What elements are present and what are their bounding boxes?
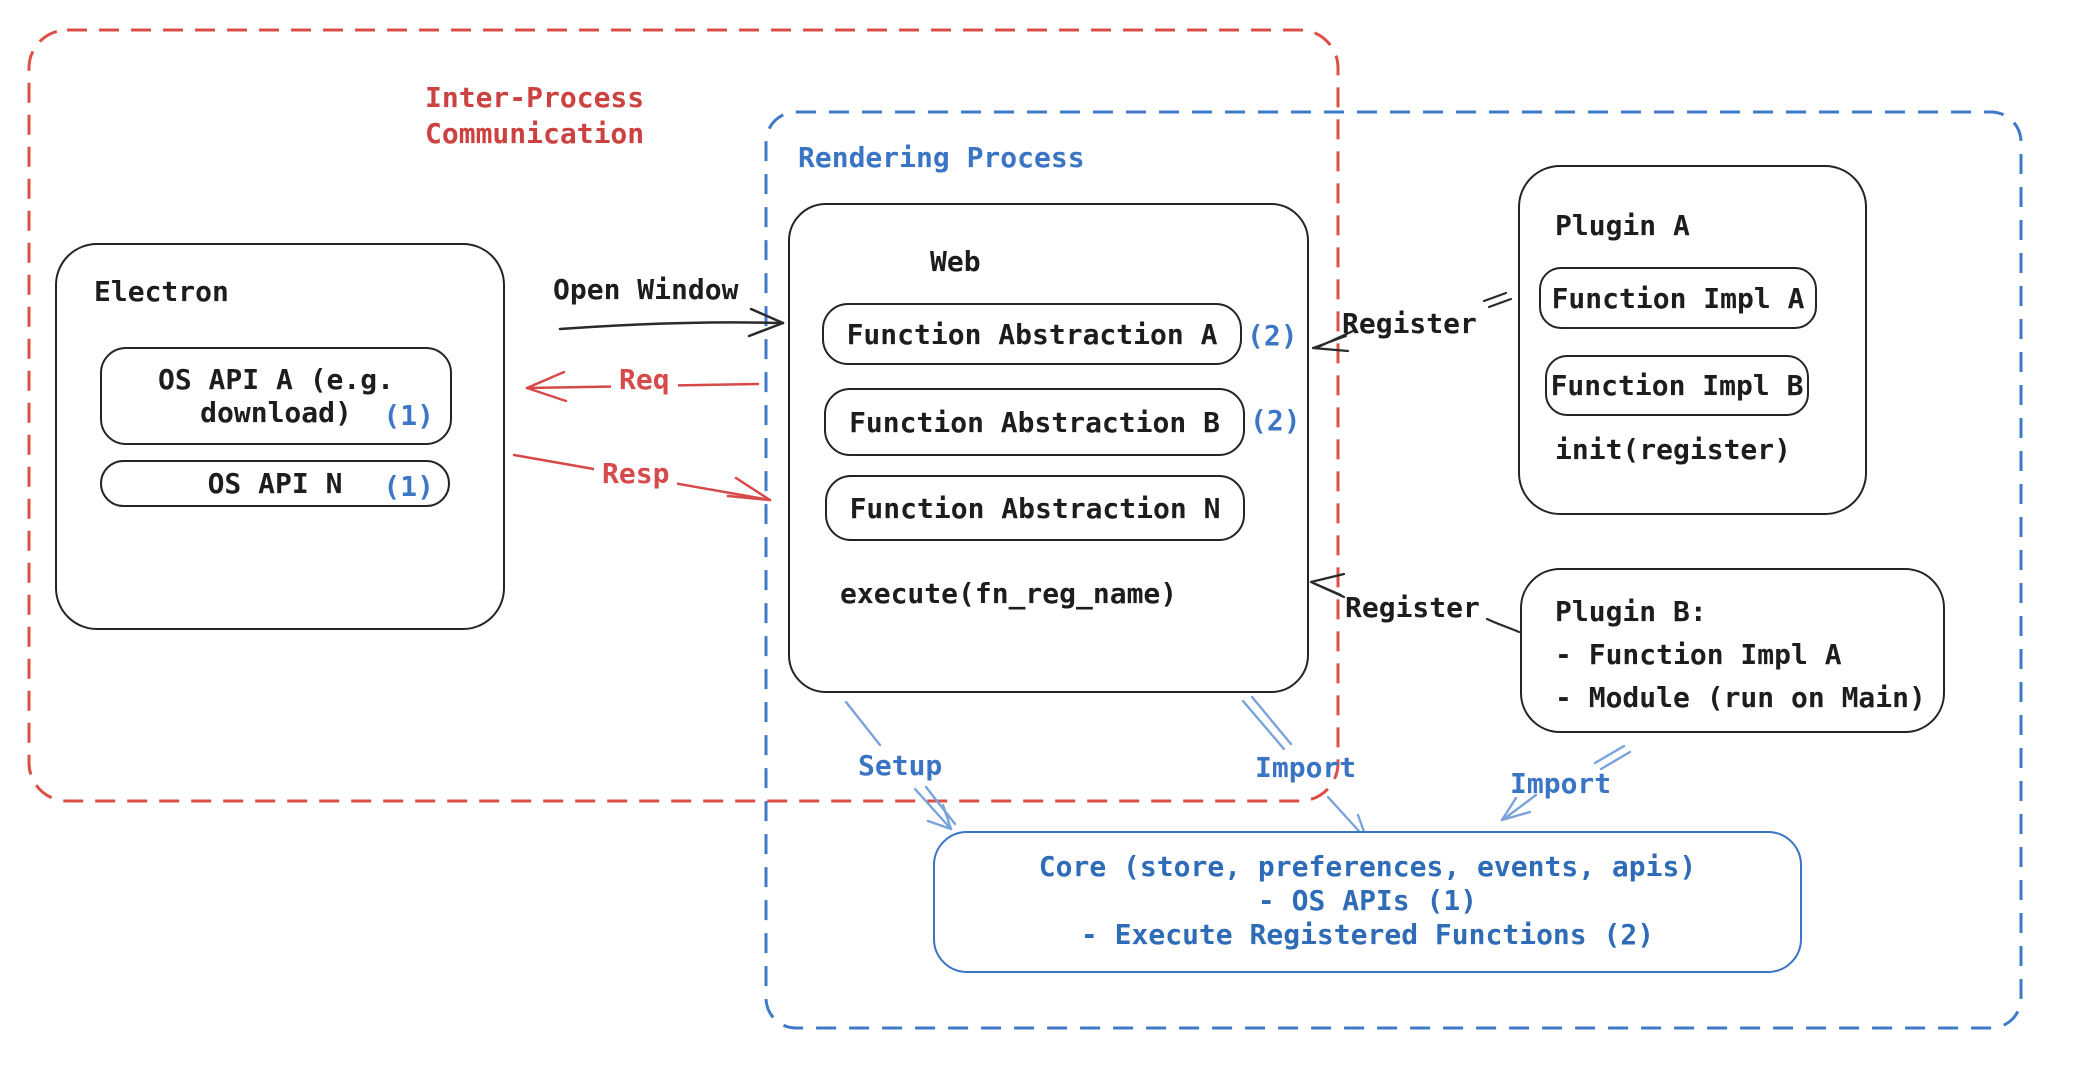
plugin-a-node: Plugin A Function Impl A Function Impl B… (1518, 165, 1867, 515)
core-node: Core (store, preferences, events, apis) … (933, 831, 1802, 973)
os-api-n-ref: (1) (383, 470, 434, 503)
function-abstraction-a-node: Function Abstraction A (822, 303, 1242, 365)
plugin-a-title: Plugin A (1555, 209, 1690, 242)
os-api-a-node: OS API A (e.g. download) (1) (100, 347, 452, 445)
import-plugin-label: Import (1510, 767, 1612, 800)
function-abstraction-b-node: Function Abstraction B (824, 388, 1245, 456)
rendering-process-title: Rendering Process (798, 141, 1085, 174)
function-impl-b-node: Function Impl B (1545, 355, 1809, 416)
core-execute-line: - Execute Registered Functions (2) (1080, 918, 1655, 951)
open-window-label: Open Window (553, 273, 739, 306)
os-api-a-ref: (1) (383, 399, 434, 432)
setup-label: Setup (858, 749, 943, 782)
core-os-apis-line: - OS APIs (1) (1257, 884, 1478, 917)
function-abstraction-a-ref: (2) (1247, 319, 1298, 352)
ipc-title-line2: Communication (425, 117, 645, 150)
register-bottom-label: Register (1345, 591, 1480, 624)
electron-title: Electron (94, 275, 229, 308)
electron-node: Electron OS API A (e.g. download) (1) OS… (55, 243, 505, 630)
plugin-b-item-function-impl: - Function Impl A (1555, 638, 1842, 671)
web-node: Web Function Abstraction A (2) Function … (788, 203, 1309, 693)
register-top-label: Register (1342, 307, 1477, 340)
function-abstraction-b-ref: (2) (1250, 404, 1301, 437)
os-api-a-line1: OS API A (e.g. (157, 363, 394, 396)
req-label: Req (611, 362, 678, 398)
resp-label: Resp (594, 456, 678, 492)
plugin-a-init-text: init(register) (1555, 433, 1792, 466)
os-api-n-node: OS API N (1) (100, 460, 450, 507)
function-abstraction-n-node: Function Abstraction N (825, 475, 1245, 541)
core-title-line: Core (store, preferences, events, apis) (1038, 850, 1697, 883)
import-web-label: Import (1255, 751, 1357, 784)
ipc-title-line1: Inter-Process (425, 81, 645, 114)
plugin-b-title: Plugin B: (1555, 595, 1707, 628)
os-api-a-line2: download) (200, 396, 352, 429)
plugin-b-node: Plugin B: - Function Impl A - Module (ru… (1520, 568, 1945, 733)
os-api-n-label: OS API N (207, 467, 343, 500)
plugin-b-item-module: - Module (run on Main) (1555, 681, 1926, 714)
web-title: Web (930, 245, 981, 278)
function-impl-a-node: Function Impl A (1539, 267, 1817, 329)
ipc-region-title: Inter-Process Communication (425, 80, 644, 152)
web-execute-text: execute(fn_reg_name) (840, 577, 1178, 610)
open-window-arrow (558, 307, 785, 338)
